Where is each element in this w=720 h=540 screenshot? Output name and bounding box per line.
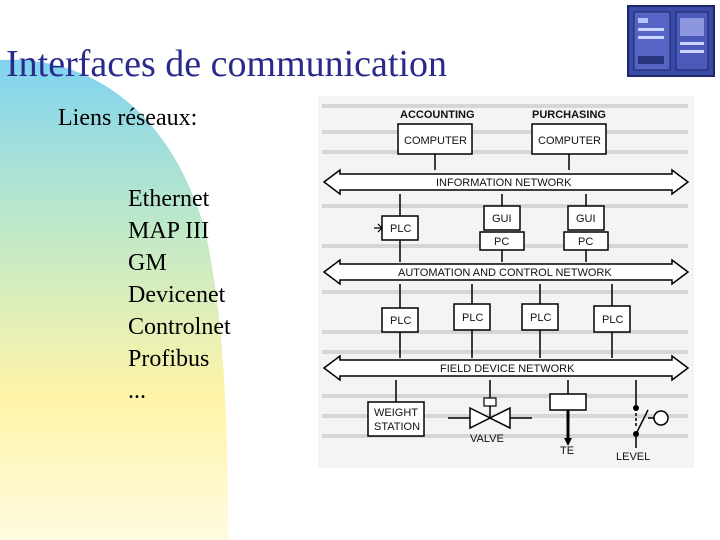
automation-network-bus [322, 258, 690, 286]
weight-station-box [367, 401, 425, 437]
network-diagram: ACCOUNTING COMPUTER PURCHASING COMPUTER … [318, 96, 694, 468]
pc-1-label: PC [494, 236, 509, 248]
plc-row-label: PLC [462, 312, 483, 324]
slide-subtitle: Liens réseaux: [58, 105, 198, 131]
network-item: GM [128, 250, 167, 276]
accounting-computer-label: COMPUTER [404, 135, 467, 147]
temperature-sensor-icon [549, 393, 587, 446]
pc-2-label: PC [578, 236, 593, 248]
network-item: Ethernet [128, 186, 210, 212]
level-switch-icon [633, 405, 669, 448]
accounting-computer-box [397, 123, 473, 155]
weight-station-label-2: STATION [374, 421, 420, 433]
purchasing-label: PURCHASING [532, 109, 606, 121]
plc-row-box [381, 307, 419, 333]
accounting-label: ACCOUNTING [400, 109, 475, 121]
te-label: TE [560, 445, 574, 457]
slide-title: Interfaces de communication [6, 43, 448, 85]
gui-1-label: GUI [492, 213, 512, 225]
plc-top-box [381, 215, 419, 241]
network-item: ... [128, 378, 146, 404]
field-device-network-bus [322, 354, 690, 382]
field-network-label: FIELD DEVICE NETWORK [440, 363, 575, 375]
purchasing-computer-label: COMPUTER [538, 135, 601, 147]
network-item: MAP III [128, 218, 210, 244]
level-label: LEVEL [616, 451, 650, 463]
plc-row-label: PLC [602, 314, 623, 326]
gui-2-label: GUI [576, 213, 596, 225]
network-item: Profibus [128, 346, 210, 372]
plc-row-label: PLC [390, 315, 411, 327]
gui-2-box [567, 205, 605, 231]
plc-top-label: PLC [390, 223, 411, 235]
arrow-icon [374, 223, 383, 233]
gui-1-box [483, 205, 521, 231]
weight-station-label-1: WEIGHT [374, 407, 418, 419]
plc-row-label: PLC [530, 312, 551, 324]
purchasing-computer-box [531, 123, 607, 155]
plc-row-box [521, 303, 559, 331]
valve-icon [448, 397, 532, 430]
plc-row-box [593, 305, 631, 333]
automation-network-label: AUTOMATION AND CONTROL NETWORK [398, 267, 612, 279]
valve-label: VALVE [470, 433, 504, 445]
network-list: Ethernet MAP III GM Devicenet Controlnet… [128, 183, 231, 407]
information-network-bus [322, 168, 690, 196]
network-item: Devicenet [128, 282, 226, 308]
network-item: Controlnet [128, 314, 231, 340]
information-network-label: INFORMATION NETWORK [436, 177, 572, 189]
plc-hardware-image [627, 5, 715, 77]
